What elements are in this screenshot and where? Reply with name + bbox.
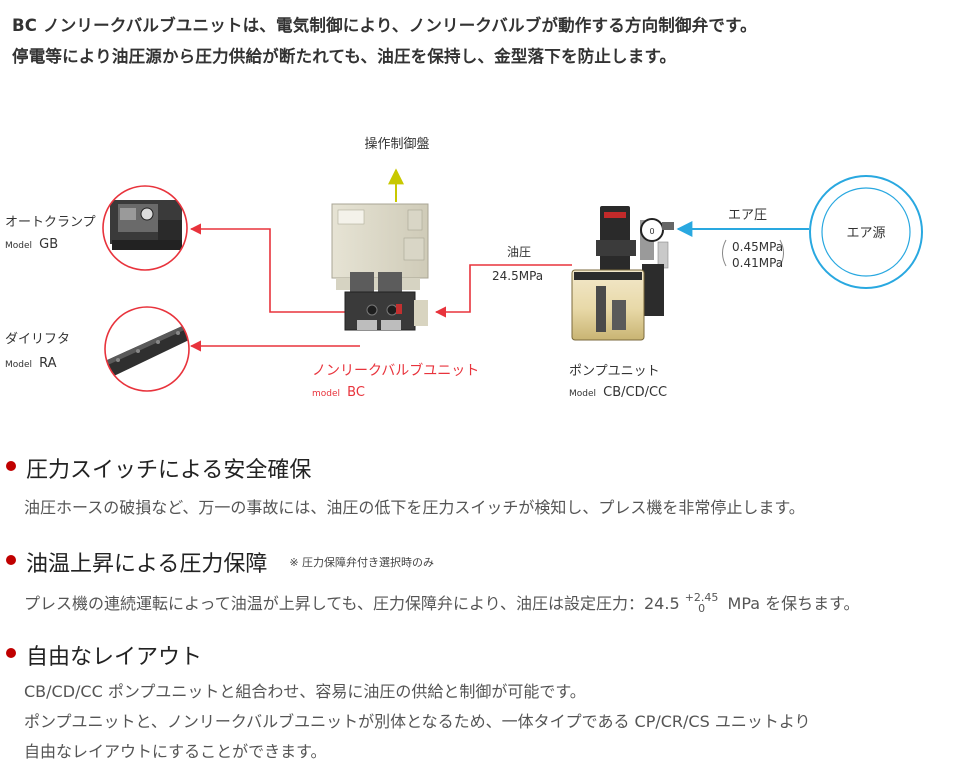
tolerance-lower: 0	[698, 601, 706, 615]
pump-unit-image: 0	[571, 206, 674, 341]
clamp-model: Model GB	[5, 233, 58, 252]
feature-title-row: 油温上昇による圧力保障 ※ 圧力保障弁付き選択時のみ	[0, 546, 434, 578]
intro-text: BC ノンリークバルブユニットは、電気制御により、ノンリークバルブが動作する方向…	[12, 10, 952, 72]
tolerance-upper: +2.45	[684, 590, 719, 604]
feature-body-line: 自由なレイアウトにすることができます。	[24, 742, 327, 761]
oil-pressure: 24.5MPa	[492, 269, 543, 283]
feature-body-post: MPa を保ちます。	[722, 594, 860, 613]
pump-model: Model CB/CD/CC	[569, 381, 667, 400]
air-source	[809, 175, 923, 289]
feature-title: 自由なレイアウト	[26, 645, 203, 670]
oil-label: 油圧	[507, 245, 531, 259]
bullet-icon	[6, 461, 16, 471]
intro-line-2: 停電等により油圧源から圧力供給が断たれても、油圧を保持し、金型落下を防止します。	[12, 47, 677, 66]
lifter-image	[104, 306, 190, 392]
feature-title: 油温上昇による圧力保障	[26, 552, 268, 577]
feature-title-row: 圧力スイッチによる安全確保	[0, 452, 311, 484]
feature-body-pre: プレス機の連続運転によって油温が上昇しても、圧力保障弁により、油圧は設定圧力：2…	[24, 594, 685, 613]
air-source-label: エア源	[846, 226, 885, 241]
feature-title-row: 自由なレイアウト	[0, 639, 202, 671]
lifter-model: Model RA	[5, 352, 57, 371]
pump-label: ポンプユニット	[569, 364, 660, 379]
feature-title: 圧力スイッチによる安全確保	[26, 458, 312, 483]
system-diagram: 操作制御盤 オートクランプ Model GB ダイリフタ	[5, 136, 923, 400]
clamp-image	[102, 185, 188, 271]
air-label: エア圧	[728, 208, 767, 223]
feature-note: ※ 圧力保障弁付き選択時のみ	[289, 556, 435, 569]
valve-unit-image	[331, 203, 429, 331]
panel-label: 操作制御盤	[364, 136, 429, 152]
feature-body-line: CB/CD/CC ポンプユニットと組合わせ、容易に油圧の供給と制御が可能です。	[24, 682, 586, 701]
valve-model: model BC	[312, 381, 365, 400]
lifter-label: ダイリフタ	[5, 332, 70, 347]
air-pressure-1: 0.45MPa	[732, 240, 783, 254]
feature-body: 油圧ホースの破損など、万一の事故には、油圧の低下を圧力スイッチが検知し、プレス機…	[24, 498, 805, 517]
intro-line-1: BC ノンリークバルブユニットは、電気制御により、ノンリークバルブが動作する方向…	[12, 16, 757, 35]
air-bracket-left	[722, 239, 727, 267]
air-bracket-right	[779, 239, 784, 267]
air-pressure-2: 0.41MPa	[732, 256, 783, 270]
connector-oil	[434, 264, 572, 318]
feature-body: プレス機の連続運転によって油温が上昇しても、圧力保障弁により、油圧は設定圧力：2…	[24, 588, 860, 620]
connector-clamp	[189, 223, 355, 313]
feature-body: CB/CD/CC ポンプユニットと組合わせ、容易に油圧の供給と制御が可能です。 …	[24, 677, 811, 767]
bullet-icon	[6, 648, 16, 658]
clamp-label: オートクランプ	[5, 215, 96, 230]
valve-label: ノンリークバルブユニット	[312, 362, 479, 379]
bullet-icon	[6, 555, 16, 565]
feature-body-line: ポンプユニットと、ノンリークバルブユニットが別体となるため、一体タイプである C…	[24, 712, 811, 731]
gauge-value: 0	[649, 227, 654, 236]
